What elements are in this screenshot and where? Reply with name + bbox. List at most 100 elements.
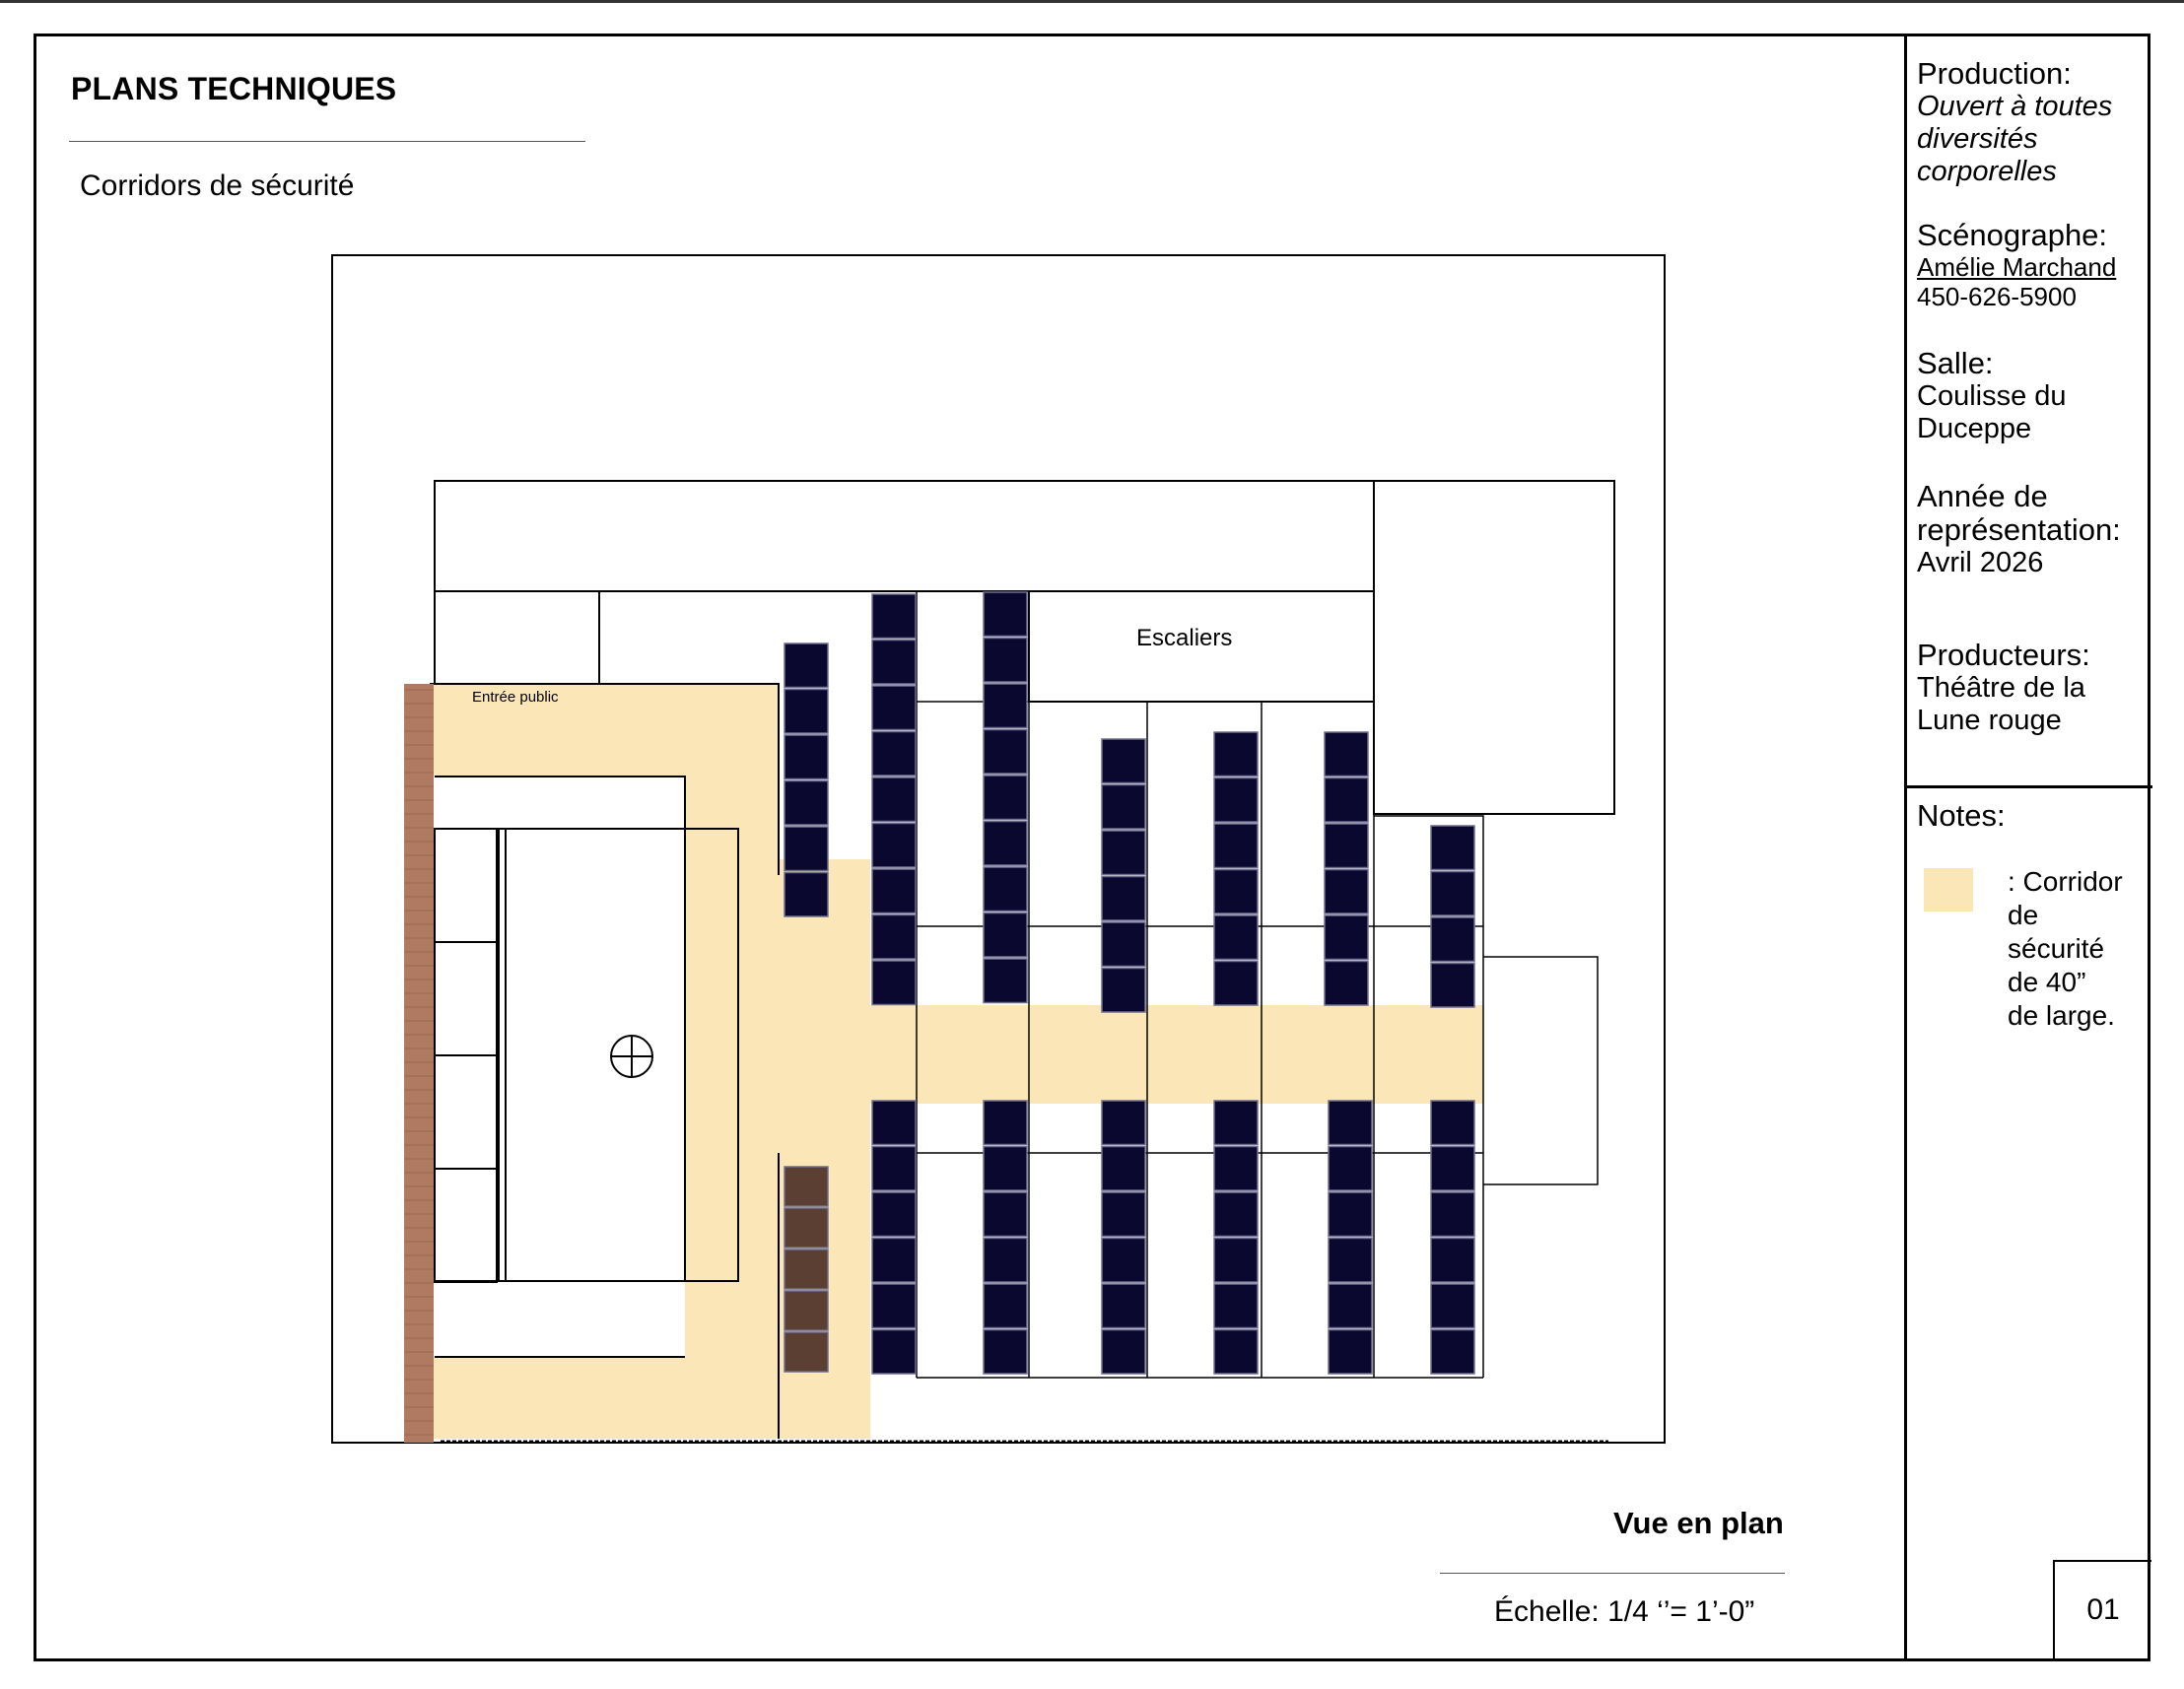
venue-block: Salle: Coulisse du Duceppe [1917,347,2144,445]
seat [871,1283,917,1329]
legend-line: : Corridor [2008,866,2123,897]
seat [871,822,917,868]
seat [1213,1191,1259,1238]
seat [1101,1328,1146,1375]
seat [1324,731,1369,777]
seat [983,728,1028,775]
view-rule [1440,1573,1785,1574]
seat [983,1100,1028,1146]
seat-reserved [784,1290,829,1331]
seat [871,960,917,1006]
seat [871,913,917,960]
corridor-legend-swatch [1924,868,1973,912]
sheet-title: PLANS TECHNIQUES [71,71,397,106]
seat [1430,962,1475,1008]
seat-reserved [784,1331,829,1373]
seat [871,1328,917,1375]
designer-label: Scénographe: [1917,218,2108,252]
venue-line: Duceppe [1917,413,2032,444]
seat [1213,868,1259,914]
seat [784,779,829,826]
seat [1213,1100,1259,1146]
page-number: 01 [2086,1593,2120,1626]
seat [871,639,917,685]
top-edge-line [0,0,2184,3]
seat-reserved [784,1249,829,1290]
seat [1324,823,1369,869]
scale-label: Échelle: 1/4 ‘’= 1’-0” [1494,1595,1755,1628]
year-label: Année de [1917,479,2048,513]
notes-label: Notes: [1917,798,2006,833]
seat [1213,960,1259,1006]
stage-area [430,683,780,1439]
designer-phone: 450-626-5900 [1917,282,2077,311]
year-block: Année de représentation: Avril 2026 [1917,480,2144,579]
production-block: Production: Ouvert à toutes diversités c… [1917,57,2144,188]
legend-line: sécurité [2008,933,2105,964]
seat [983,1237,1028,1283]
view-title: Vue en plan [1613,1506,1784,1540]
seat [871,593,917,640]
seat [983,912,1028,958]
seat [1430,870,1475,916]
seat [983,1191,1028,1238]
producers-block: Producteurs: Théâtre de la Lune rouge [1917,639,2144,737]
seat [1430,1283,1475,1329]
seat [784,734,829,780]
seat [1101,875,1146,921]
brick-wall [404,684,434,1443]
seat [983,775,1028,821]
safety-corridors [430,684,1483,1439]
seat [1324,868,1369,914]
legend-line: de large. [2008,1000,2115,1031]
seat [1430,825,1475,871]
title-rule [69,141,585,142]
seat [1101,967,1146,1013]
seat [871,1100,917,1146]
seat [1328,1237,1373,1283]
year-value: Avril 2026 [1917,547,2044,578]
center-marker-icon [610,1035,653,1078]
seat [784,871,829,917]
venue-label: Salle: [1917,346,1994,380]
title-block-divider [1904,785,2152,788]
label-entree-public: Entrée public [472,689,559,706]
seat [1430,1191,1475,1238]
producers-line: Théâtre de la [1917,672,2085,704]
seat [1213,823,1259,869]
producers-line: Lune rouge [1917,705,2062,736]
seat-reserved [784,1166,829,1207]
seat [1430,1145,1475,1191]
producers-label: Producteurs: [1917,638,2090,672]
seat [983,958,1028,1004]
seat [1213,1145,1259,1191]
legend-line: de 40” [2008,967,2086,997]
seat [784,826,829,872]
seat [1101,1191,1146,1238]
seat [871,730,917,777]
seat [1213,1283,1259,1329]
seat [1101,783,1146,830]
seat [784,642,829,689]
seat-blocks [784,591,1475,1375]
seat [1213,1237,1259,1283]
seat [983,820,1028,866]
seat [1101,1283,1146,1329]
production-line: corporelles [1917,156,2057,187]
seat [1213,914,1259,961]
seat [1324,777,1369,823]
seat [1213,1328,1259,1375]
seat [983,683,1028,729]
sheet-border [34,34,2150,1661]
seat [784,688,829,734]
upper-walls [434,480,1615,815]
seat [1430,1237,1475,1283]
seat [1101,1100,1146,1146]
seat [983,866,1028,912]
designer-name-link[interactable]: Amélie Marchand [1917,252,2117,282]
seat [983,1283,1028,1329]
seat [1324,960,1369,1006]
seat [1430,916,1475,963]
seat [1430,1100,1475,1146]
